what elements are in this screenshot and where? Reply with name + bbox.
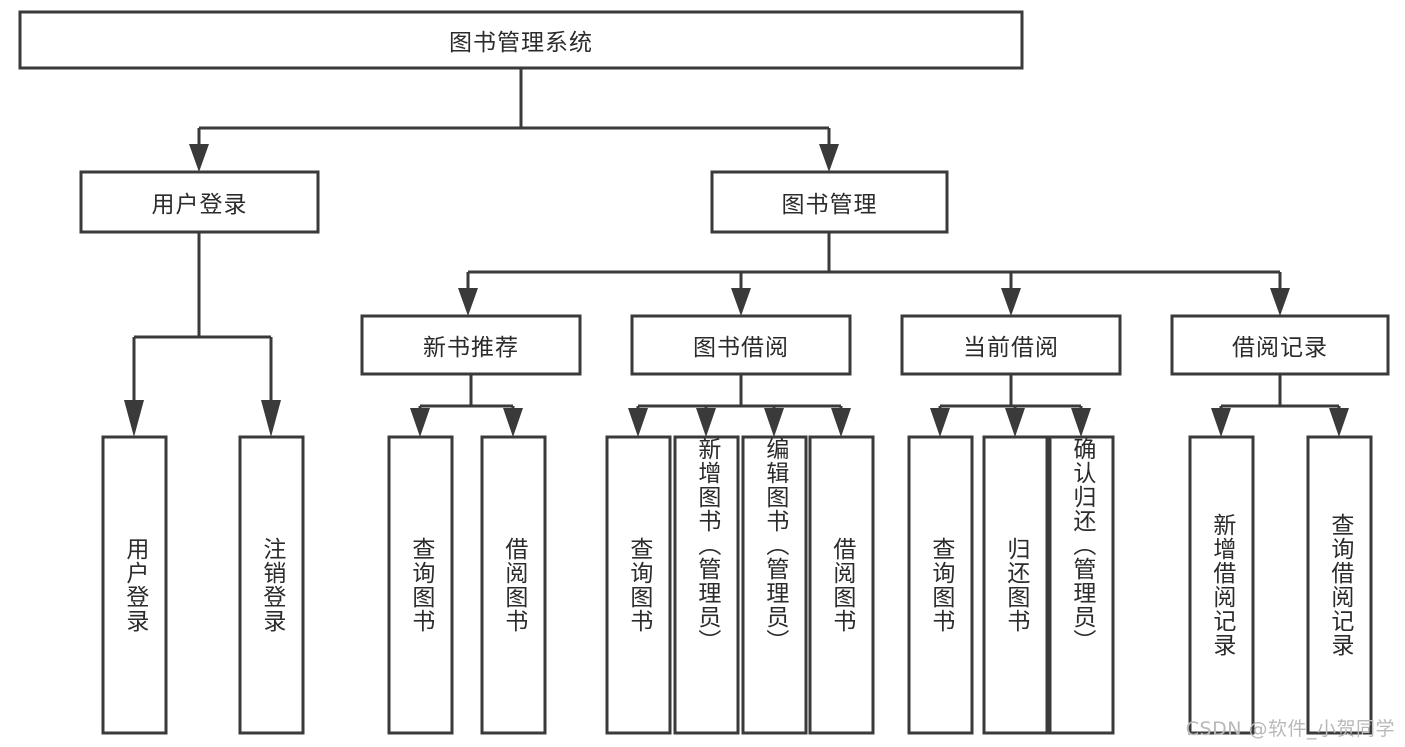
arrow-head-icon: [1211, 408, 1231, 437]
node-box-leaf-confirm-return[interactable]: [1048, 435, 1115, 735]
arrow-head-icon: [731, 288, 751, 316]
node-box-book-management[interactable]: [710, 170, 949, 234]
arrow-head-icon: [764, 408, 784, 437]
node-box-leaf-logout[interactable]: [238, 435, 305, 735]
connector-group-book-mgmt: [458, 232, 1290, 316]
arrow-head-icon: [628, 408, 648, 437]
node-box-leaf-query-book-1[interactable]: [387, 435, 454, 735]
node-box-leaf-return-book[interactable]: [982, 435, 1049, 735]
arrow-head-icon: [410, 408, 430, 437]
watermark: CSDN @软件_小贺同学: [1185, 718, 1395, 740]
arrow-head-icon: [1071, 408, 1091, 437]
node-box-root[interactable]: [18, 10, 1024, 70]
connector-group-current-borrow: [930, 374, 1091, 437]
arrow-head-icon: [1001, 288, 1021, 316]
node-box-new-book-recommend[interactable]: [360, 314, 582, 376]
node-box-leaf-borrow-book-1[interactable]: [480, 435, 547, 735]
node-box-leaf-add-borrow-record[interactable]: [1188, 435, 1255, 735]
node-box-leaf-query-book-3[interactable]: [907, 435, 974, 735]
node-box-leaf-user-login[interactable]: [101, 435, 168, 735]
arrow-head-icon: [458, 288, 478, 316]
connector-group-book-borrow: [628, 374, 851, 437]
arrow-head-icon: [1005, 408, 1025, 437]
connector-group-new-book-recommend: [410, 374, 523, 437]
arrow-head-icon: [189, 144, 209, 172]
arrow-head-icon: [696, 408, 716, 437]
arrow-head-icon: [819, 144, 839, 172]
node-box-borrow-record[interactable]: [1170, 314, 1390, 376]
arrow-head-icon: [930, 408, 950, 437]
node-box-user-login[interactable]: [79, 170, 320, 234]
node-box-leaf-edit-book[interactable]: [741, 435, 808, 735]
connector-group-borrow-record: [1211, 374, 1349, 437]
node-box-leaf-query-book-2[interactable]: [605, 435, 672, 735]
node-box-leaf-borrow-book-2[interactable]: [808, 435, 875, 735]
node-box-current-borrow[interactable]: [900, 314, 1122, 376]
connector-group-root: [189, 68, 839, 172]
arrow-head-icon: [1270, 288, 1290, 316]
node-box-leaf-add-book[interactable]: [673, 435, 740, 735]
node-box-book-borrow[interactable]: [630, 314, 852, 376]
arrow-head-icon: [831, 408, 851, 437]
arrow-head-icon: [1329, 408, 1349, 437]
arrow-head-icon: [261, 400, 281, 437]
arrow-head-icon: [124, 400, 144, 437]
connector-group-user-login: [124, 232, 281, 437]
node-box-leaf-query-borrow-record[interactable]: [1306, 435, 1373, 735]
arrow-head-icon: [503, 408, 523, 437]
